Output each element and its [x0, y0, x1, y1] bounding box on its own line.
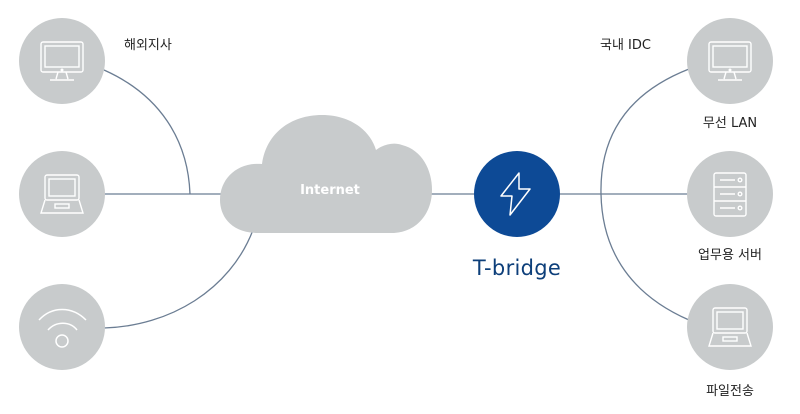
domestic-idc-label: 국내 IDC — [600, 38, 651, 53]
wireless-lan-label: 무선 LAN — [702, 116, 758, 131]
overseas-branch-label: 해외지사 — [124, 38, 172, 53]
left-node-laptop — [19, 151, 105, 237]
line-right-arc — [600, 68, 690, 321]
wifi-icon — [38, 308, 87, 348]
left-node-wifi — [19, 284, 105, 370]
t-bridge-label: T-bridge — [472, 256, 562, 280]
server-rack-icon — [713, 172, 747, 217]
lightning-bolt-icon — [500, 172, 531, 216]
right-node-server — [687, 151, 773, 237]
t-bridge-hub — [474, 151, 560, 237]
connection-lines — [103, 68, 690, 329]
desktop-monitor-icon — [708, 41, 752, 81]
desktop-monitor-icon — [40, 41, 84, 81]
file-transfer-label: 파일전송 — [706, 384, 754, 399]
internet-label: Internet — [300, 183, 360, 198]
line-left-bottom-arc — [103, 229, 254, 329]
laptop-icon — [40, 174, 84, 214]
right-node-desktop — [687, 18, 773, 104]
business-server-label: 업무용 서버 — [698, 248, 762, 263]
right-node-laptop — [687, 284, 773, 370]
line-left-top-arc — [103, 69, 191, 195]
left-node-desktop — [19, 18, 105, 104]
internet-cloud — [220, 115, 432, 233]
laptop-icon — [708, 307, 752, 347]
